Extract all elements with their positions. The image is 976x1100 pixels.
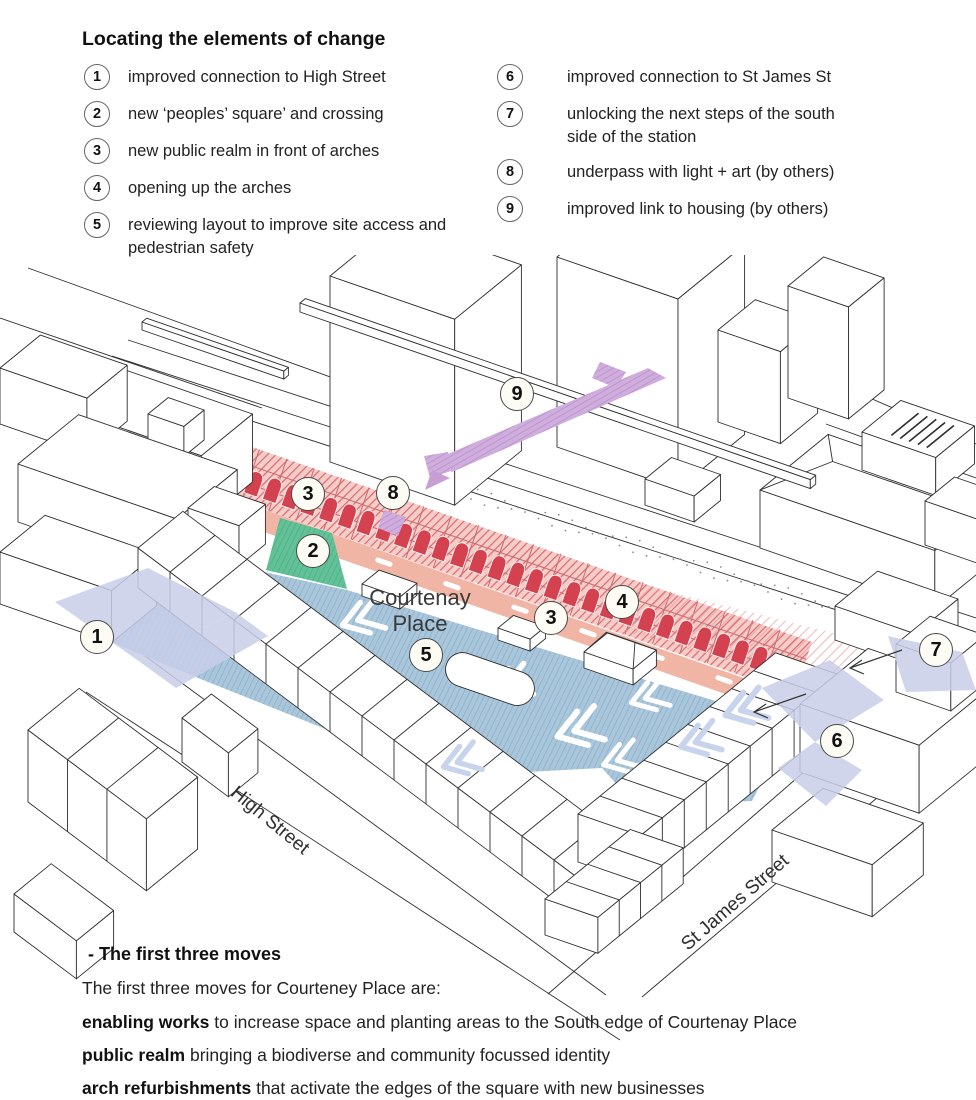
legend-item-text: improved link to housing (by others): [567, 200, 829, 218]
legend-number-badge: 9: [497, 196, 523, 222]
footer-heading: - The first three moves: [88, 944, 282, 964]
legend-number-badge: 6: [497, 64, 523, 90]
move-keyword: enabling works: [82, 1012, 210, 1032]
map-marker-8: 8: [376, 476, 410, 510]
legend-number-badge: 1: [84, 64, 110, 90]
map-marker-1: 1: [80, 620, 114, 654]
top-overlays: [55, 362, 976, 806]
legend-item-text: new ‘peoples’ square’ and crossing: [128, 105, 384, 123]
legend-number-badge: 2: [84, 101, 110, 127]
legend-item-6: 6 improved connection to St James St: [497, 64, 842, 90]
footer-move-1: enabling works to increase space and pla…: [82, 1012, 797, 1033]
legend-number-badge: 8: [497, 159, 523, 185]
page-title: Locating the elements of change: [82, 28, 386, 50]
legend-left-column: 1 improved connection to High Street 2 n…: [84, 64, 474, 259]
footer-move-2: public realm bringing a biodiverse and c…: [82, 1045, 610, 1066]
legend-number-badge: 7: [497, 101, 523, 127]
building-outlines: [0, 255, 976, 980]
move-text: that activate the edges of the square wi…: [251, 1078, 705, 1098]
legend-item-8: 8 underpass with light + art (by others): [497, 159, 842, 185]
map-marker-2: 2: [296, 534, 330, 568]
legend-item-text: unlocking the next steps of the south si…: [567, 105, 835, 146]
legend-number-badge: 3: [84, 138, 110, 164]
map-marker-3b: 3: [534, 601, 568, 635]
map-marker-7: 7: [919, 633, 953, 667]
legend-item-text: reviewing layout to improve site access …: [128, 216, 447, 257]
move-text: to increase space and planting areas to …: [209, 1012, 798, 1032]
legend-item-text: new public realm in front of arches: [128, 142, 380, 160]
map-marker-5: 5: [409, 638, 443, 672]
legend-item-text: opening up the arches: [128, 179, 292, 197]
move-keyword: public realm: [82, 1045, 186, 1065]
map-marker-6: 6: [820, 724, 854, 758]
footer-move-3: arch refurbishments that activate the ed…: [82, 1078, 705, 1099]
map-marker-4: 4: [605, 585, 639, 619]
legend-number-badge: 5: [84, 212, 110, 238]
move-keyword: arch refurbishments: [82, 1078, 252, 1098]
legend-item-3: 3 new public realm in front of arches: [84, 138, 474, 164]
legend-item-4: 4 opening up the arches: [84, 175, 474, 201]
move-text: bringing a biodiverse and community focu…: [185, 1045, 611, 1065]
map-marker-3: 3: [291, 477, 325, 511]
legend-item-text: improved connection to High Street: [128, 68, 386, 86]
legend-item-9: 9 improved link to housing (by others): [497, 196, 842, 222]
map-drawing: [0, 255, 976, 1041]
courtenay-place-label: Courtenay Place: [369, 585, 471, 636]
legend-item-5: 5 reviewing layout to improve site acces…: [84, 212, 474, 259]
legend-item-2: 2 new ‘peoples’ square’ and crossing: [84, 101, 474, 127]
footer-intro: The first three moves for Courteney Plac…: [82, 978, 441, 998]
legend-item-7: 7 unlocking the next steps of the south …: [497, 101, 842, 148]
legend-right-column: 6 improved connection to St James St 7 u…: [497, 64, 842, 222]
legend-number-badge: 4: [84, 175, 110, 201]
legend-item-1: 1 improved connection to High Street: [84, 64, 474, 90]
legend-item-text: underpass with light + art (by others): [567, 163, 835, 181]
map-marker-9: 9: [500, 377, 534, 411]
legend-item-text: improved connection to St James St: [567, 68, 832, 86]
